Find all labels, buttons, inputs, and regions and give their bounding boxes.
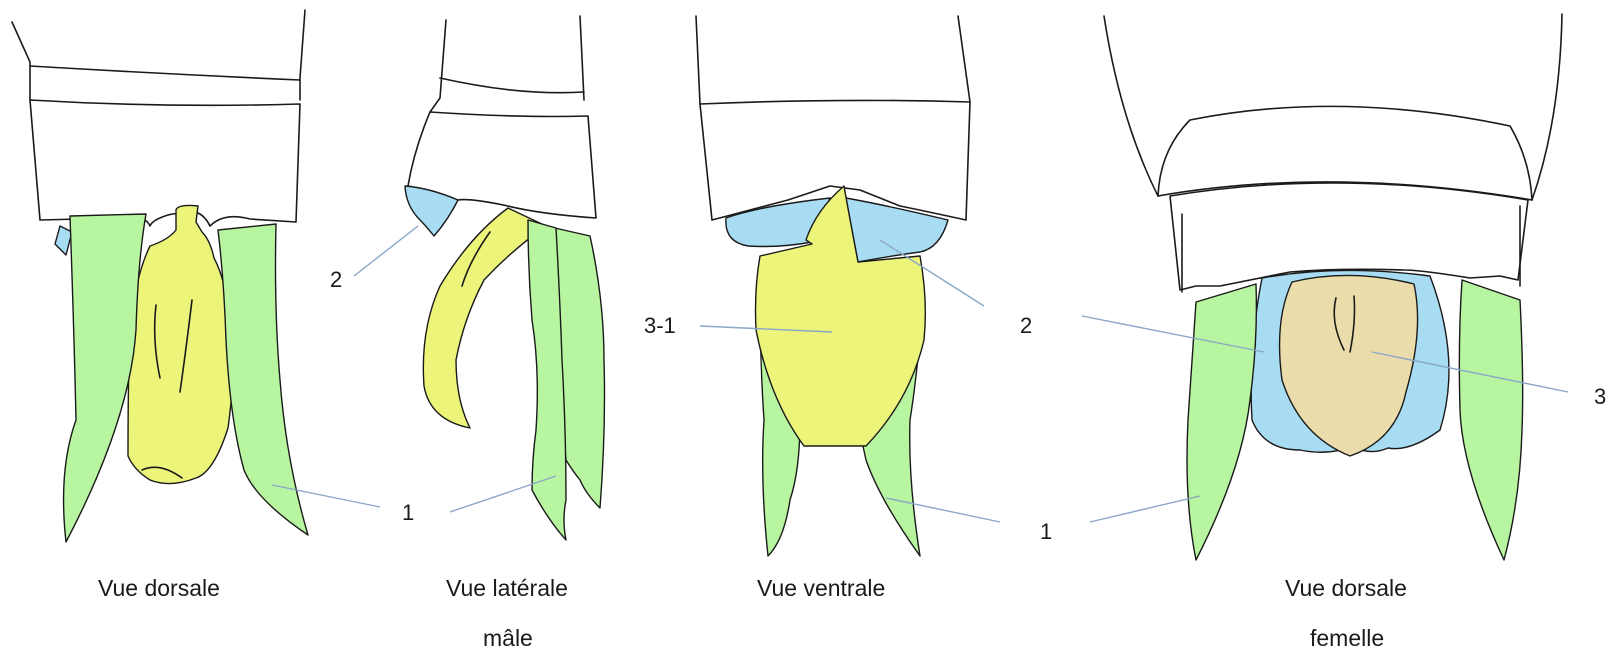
abdominal-segment-upper (1104, 16, 1158, 196)
epiproct (128, 206, 233, 484)
cercus-left (1187, 284, 1256, 560)
abdominal-segment-last (30, 100, 300, 226)
panel-subcaption: femelle (1310, 625, 1384, 651)
paraproct (55, 226, 72, 255)
cercus-right (218, 224, 308, 535)
panel-caption: Vue dorsale (98, 575, 220, 601)
panel-subcaption: mâle (483, 625, 533, 651)
panel-dorsal-female: 2 3 1 Vue dorsale femelle (1082, 14, 1606, 651)
abdominal-segment-upper-right (300, 10, 305, 100)
part-label-3-1: 3-1 (644, 313, 676, 338)
panel-caption: Vue dorsale (1285, 575, 1407, 601)
panel-ventral-male: 3-1 2 1 Vue ventrale (644, 16, 1052, 601)
panel-caption: Vue latérale (446, 575, 568, 601)
abdominal-segment-upper-ring (440, 78, 584, 93)
abdominal-segment-upper-ring (30, 66, 300, 80)
part-label-1: 1 (1040, 519, 1052, 544)
cercus-right (1459, 280, 1522, 560)
part-label-1: 1 (402, 500, 414, 525)
abdominal-segment-upper (696, 16, 700, 104)
abdominal-segment-upper-right (1532, 14, 1562, 200)
panel-caption: Vue ventrale (757, 575, 885, 601)
panel-dorsal-male: 1 Vue dorsale (12, 10, 414, 601)
part-label-2: 2 (330, 267, 342, 292)
abdominal-segment-upper (430, 20, 446, 112)
label-2-leader (354, 226, 418, 276)
label-1-leader (1090, 496, 1200, 522)
panel-lateral-male: 2 1 Vue latérale mâle (330, 16, 605, 651)
part-label-2: 2 (1020, 313, 1032, 338)
abdominal-segment-upper-right (958, 16, 970, 102)
abdominal-segment-upper-right (580, 16, 584, 100)
abdominal-segment-upper (12, 22, 30, 100)
part-label-3: 3 (1594, 384, 1606, 409)
